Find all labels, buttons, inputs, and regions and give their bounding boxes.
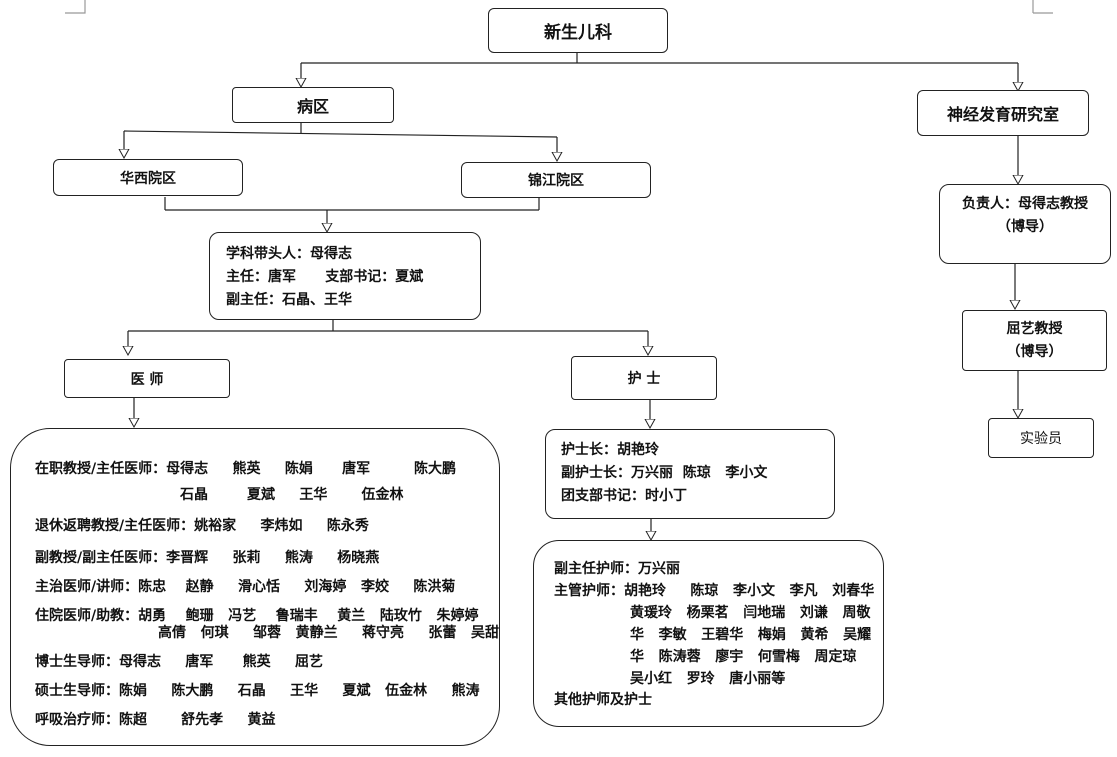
doctor-line-2: 石晶 夏斌 王华 伍金林	[180, 487, 404, 503]
doctor-label: 医 师	[130, 371, 164, 388]
doctor-box: 医 师	[64, 359, 230, 398]
nurse-leadership-box: 护士长：胡艳玲 副护士长：万兴丽 陈琼 李小文 团支部书记：时小丁	[545, 429, 835, 519]
nurse-line-1: 副主任护师：万兴丽	[554, 561, 680, 577]
nurse-box: 护 士	[571, 356, 717, 400]
quyi-name: 屈艺教授	[1006, 321, 1063, 337]
neuro-lead-name: 负责人：母得志教授	[962, 196, 1088, 212]
doctor-line-4: 副教授/副主任医师：李晋辉 张莉 熊涛 杨晓燕	[35, 550, 380, 566]
root-dept-box: 新生儿科	[488, 8, 668, 53]
doctor-line-7: 高倩 何琪 邹蓉 黄静兰 蒋守亮 张蕾 吴甜	[158, 625, 499, 641]
nurse-line-4: 华 李敏 王碧华 梅娟 黄希 吴耀	[630, 627, 872, 643]
deputy-directors: 副主任：石晶、王华	[226, 292, 352, 308]
doctor-line-10: 呼吸治疗师：陈超 舒先孝 黄益	[35, 712, 276, 728]
quyi-box: 屈艺教授 （博导）	[962, 310, 1107, 371]
director-secretary: 主任：唐军 支部书记：夏斌	[226, 269, 424, 285]
doctor-list-box: 在职教授/主任医师：母得志 熊英 陈娟 唐军 陈大鹏 石晶 夏斌 王华 伍金林 …	[10, 428, 500, 746]
lab-tech-box: 实验员	[988, 418, 1094, 458]
jinjiang-campus-label: 锦江院区	[528, 173, 584, 189]
doctor-line-8: 博士生导师：母得志 唐军 熊英 屈艺	[35, 654, 323, 670]
neuro-lab-box: 神经发育研究室	[917, 90, 1089, 136]
doctor-line-3: 退休返聘教授/主任医师：姚裕家 李炜如 陈永秀	[35, 518, 369, 534]
leadership-box: 学科带头人：母得志 主任：唐军 支部书记：夏斌 副主任：石晶、王华	[209, 232, 481, 320]
nurse-list-box: 副主任护师：万兴丽 主管护师：胡艳玲 陈琼 李小文 李凡 刘春华 黄瑗玲 杨栗茗…	[533, 540, 884, 727]
nurse-line-3: 黄瑗玲 杨栗茗 闫地瑞 刘谦 周敬	[630, 605, 871, 621]
ward-box: 病区	[232, 87, 394, 123]
nurse-label: 护 士	[627, 371, 661, 387]
nurse-line-7: 其他护师及护士	[554, 692, 652, 708]
lab-tech-label: 实验员	[1020, 431, 1062, 447]
neuro-lab-label: 神经发育研究室	[946, 105, 1059, 124]
league-secretary: 团支部书记：时小丁	[561, 488, 687, 504]
head-nurse: 护士长：胡艳玲	[561, 442, 659, 458]
neuro-lead-box: 负责人：母得志教授 （博导）	[939, 184, 1111, 264]
jinjiang-campus-box: 锦江院区	[461, 162, 651, 198]
discipline-leader: 学科带头人：母得志	[226, 246, 352, 262]
nurse-line-2: 主管护师：胡艳玲 陈琼 李小文 李凡 刘春华	[554, 583, 875, 599]
neuro-lead-role: （博导）	[997, 219, 1053, 235]
doctor-line-5: 主治医师/讲师：陈忠 赵静 滑心恬 刘海婷 李姣 陈洪菊	[35, 579, 456, 595]
huaxi-campus-box: 华西院区	[53, 159, 243, 196]
huaxi-campus-label: 华西院区	[120, 170, 176, 187]
ward-label: 病区	[296, 97, 329, 116]
doctor-line-6: 住院医师/助教：胡勇 鲍珊 冯艺 鲁瑞丰 黄兰 陆玫竹 朱婷婷	[35, 608, 479, 624]
deputy-head-nurses: 副护士长：万兴丽 陈琼 李小文	[561, 465, 768, 481]
quyi-role: （博导）	[1006, 344, 1063, 360]
root-dept-label: 新生儿科	[544, 23, 612, 43]
nurse-line-6: 吴小红 罗玲 唐小丽等	[630, 671, 786, 687]
nurse-line-5: 华 陈涛蓉 廖宇 何雪梅 周定琼	[630, 649, 857, 665]
doctor-line-1: 在职教授/主任医师：母得志 熊英 陈娟 唐军 陈大鹏	[35, 461, 456, 477]
doctor-line-9: 硕士生导师：陈娟 陈大鹏 石晶 王华 夏斌 伍金林 熊涛	[35, 683, 480, 699]
